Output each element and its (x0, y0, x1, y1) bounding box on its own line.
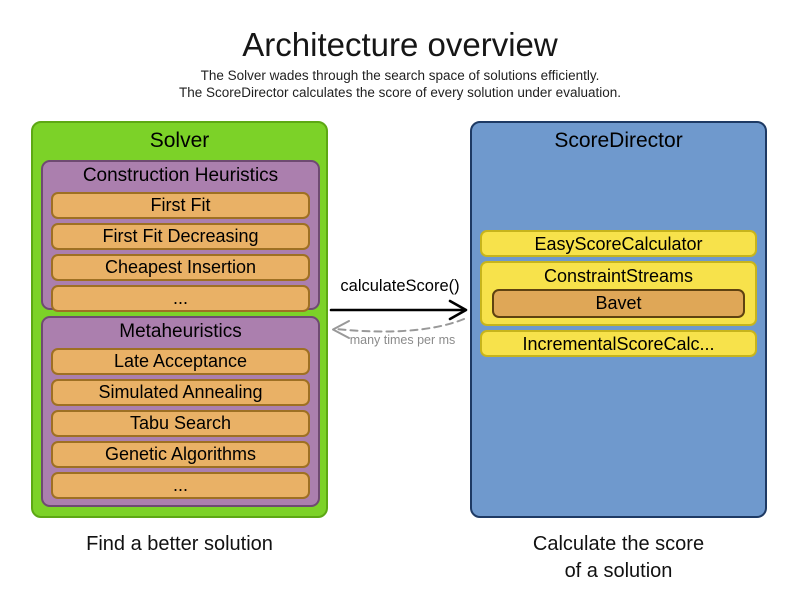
scoredirector-caption-line-2: of a solution (564, 560, 673, 582)
algorithm-item-cheapest-insertion: Cheapest Insertion (51, 254, 310, 281)
algorithm-item-first-fit: First Fit (51, 192, 310, 219)
solver-box: Solver Construction Heuristics First Fit… (31, 121, 328, 518)
calculator-item-incrementalscorecalc: IncrementalScoreCalc... (480, 330, 757, 357)
calculator-item-easyscorecalculator: EasyScoreCalculator (480, 230, 757, 257)
subtitle-line-1: The Solver wades through the search spac… (200, 68, 600, 83)
constraintstreams-label: ConstraintStreams (543, 266, 694, 286)
calculator-item-constraintstreams: ConstraintStreams Bavet (480, 261, 757, 326)
metaheuristics-title: Metaheuristics (119, 321, 242, 342)
solver-caption: Find a better solution (86, 533, 273, 555)
scoredirector-box-title: ScoreDirector (554, 129, 683, 152)
calculate-score-label: calculateScore() (340, 277, 460, 295)
algorithm-item-ch-ellipsis: ... (51, 285, 310, 312)
algorithm-item-simulated-annealing: Simulated Annealing (51, 379, 310, 406)
algorithm-item-tabu-search: Tabu Search (51, 410, 310, 437)
scoredirector-caption: Calculate the score of a solution (470, 531, 767, 585)
metaheuristics-group: Metaheuristics Late Acceptance Simulated… (41, 316, 320, 507)
solver-box-title: Solver (149, 129, 210, 152)
calculate-score-arrow (329, 299, 468, 321)
algorithm-item-late-acceptance: Late Acceptance (51, 348, 310, 375)
construction-heuristics-title: Construction Heuristics (82, 165, 279, 186)
algorithm-item-first-fit-decreasing: First Fit Decreasing (51, 223, 310, 250)
scoredirector-box: ScoreDirector EasyScoreCalculator Constr… (470, 121, 767, 518)
page-subtitle: The Solver wades through the search spac… (0, 67, 800, 101)
algorithm-item-genetic-algorithms: Genetic Algorithms (51, 441, 310, 468)
subtitle-line-2: The ScoreDirector calculates the score o… (179, 85, 621, 100)
calculator-stack: EasyScoreCalculator ConstraintStreams Ba… (480, 230, 757, 361)
construction-heuristics-group: Construction Heuristics First Fit First … (41, 160, 320, 312)
algorithm-item-mh-ellipsis: ... (51, 472, 310, 499)
bavet-item: Bavet (492, 289, 745, 318)
scoredirector-caption-line-1: Calculate the score (532, 533, 705, 555)
page-title: Architecture overview (242, 26, 558, 63)
many-times-per-ms-label: many times per ms (349, 333, 456, 347)
